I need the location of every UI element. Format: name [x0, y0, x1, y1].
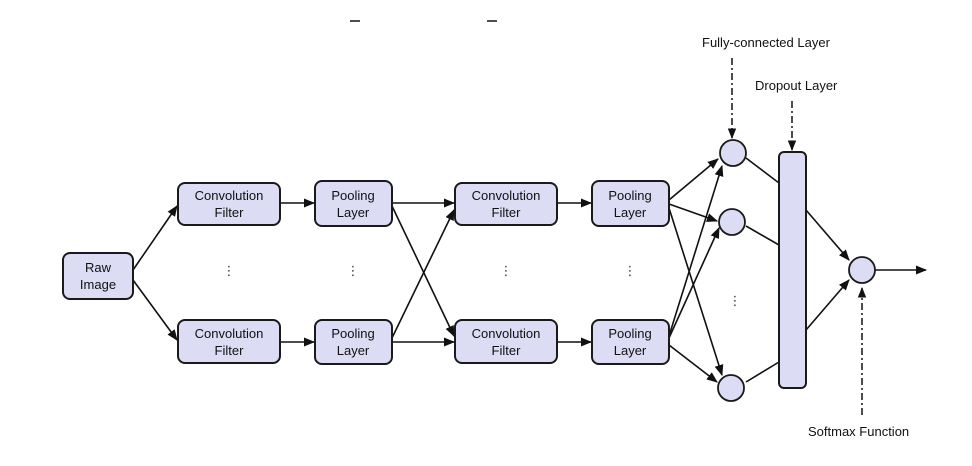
- raw-image-label-line1: Raw: [85, 260, 112, 275]
- dropout-label: Dropout Layer: [755, 78, 838, 93]
- dropout-layer-bar: [778, 151, 807, 389]
- fc-neuron-1: [719, 139, 747, 167]
- conv1-bottom-label-line2: Filter: [215, 343, 245, 358]
- pool2-top-label-line1: Pooling: [608, 188, 651, 203]
- ellipsis-fully-connected: ⋮: [729, 293, 742, 308]
- edge-pool1-top-to-conv2-bottom: [391, 205, 455, 338]
- edge-dropout-to-softmax-bottom: [805, 279, 850, 331]
- edge-pool2-bottom-to-neuron3: [668, 344, 718, 383]
- raw-image-node: Raw Image: [62, 252, 134, 300]
- edge-pool2-bottom-to-neuron1: [668, 164, 724, 337]
- edge-pool2-top-to-neuron1: [668, 158, 719, 201]
- pool1-top-label-line2: Layer: [337, 205, 370, 220]
- fc-neuron-3: [717, 374, 745, 402]
- conv2-top-label-line2: Filter: [492, 205, 522, 220]
- edge-dropout-to-softmax-top: [805, 209, 850, 261]
- edge-neuron2-to-dropout: [745, 225, 780, 246]
- pool2-bottom-label-line2: Layer: [614, 343, 647, 358]
- ellipsis-conv2: ⋮: [500, 263, 513, 278]
- conv2-top-label-line1: Convolution: [472, 188, 541, 203]
- edge-pool2-top-to-neuron3: [668, 207, 724, 377]
- edge-raw-to-conv1-top: [132, 205, 178, 271]
- fully-connected-label: Fully-connected Layer: [702, 35, 831, 50]
- conv2-bottom-label-line1: Convolution: [472, 326, 541, 341]
- conv2-bottom-node: Convolution Filter: [454, 319, 558, 364]
- pool2-bottom-node: Pooling Layer: [591, 319, 670, 365]
- ellipsis-pool1: ⋮: [347, 263, 360, 278]
- edge-pool2-bottom-to-neuron2: [668, 226, 720, 339]
- edge-neuron3-to-dropout: [745, 361, 780, 383]
- softmax-node: [848, 256, 876, 284]
- pool2-top-label-line2: Layer: [614, 205, 647, 220]
- conv2-bottom-label-line2: Filter: [492, 343, 522, 358]
- conv2-top-node: Convolution Filter: [454, 182, 558, 226]
- pool1-top-node: Pooling Layer: [314, 180, 393, 227]
- pool1-bottom-node: Pooling Layer: [314, 319, 393, 365]
- edge-raw-to-conv1-bottom: [132, 279, 178, 341]
- edge-neuron1-to-dropout: [745, 157, 780, 184]
- pool1-top-label-line1: Pooling: [331, 188, 374, 203]
- conv1-bottom-node: Convolution Filter: [177, 319, 281, 364]
- pool2-top-node: Pooling Layer: [591, 180, 670, 227]
- pool2-bottom-label-line1: Pooling: [608, 326, 651, 341]
- pool1-bottom-label-line2: Layer: [337, 343, 370, 358]
- fc-neuron-2: [718, 208, 746, 236]
- pool1-bottom-label-line1: Pooling: [331, 326, 374, 341]
- conv1-bottom-label-line1: Convolution: [195, 326, 264, 341]
- edge-pool2-top-to-neuron2: [668, 203, 719, 222]
- conv1-top-node: Convolution Filter: [177, 182, 281, 226]
- softmax-label: Softmax Function: [808, 424, 909, 439]
- ellipsis-pool2: ⋮: [624, 263, 637, 278]
- raw-image-label-line2: Image: [80, 277, 116, 292]
- conv1-top-label-line1: Convolution: [195, 188, 264, 203]
- ellipsis-conv1: ⋮: [223, 263, 236, 278]
- edge-pool1-bottom-to-conv2-top: [391, 208, 455, 339]
- conv1-top-label-line2: Filter: [215, 205, 245, 220]
